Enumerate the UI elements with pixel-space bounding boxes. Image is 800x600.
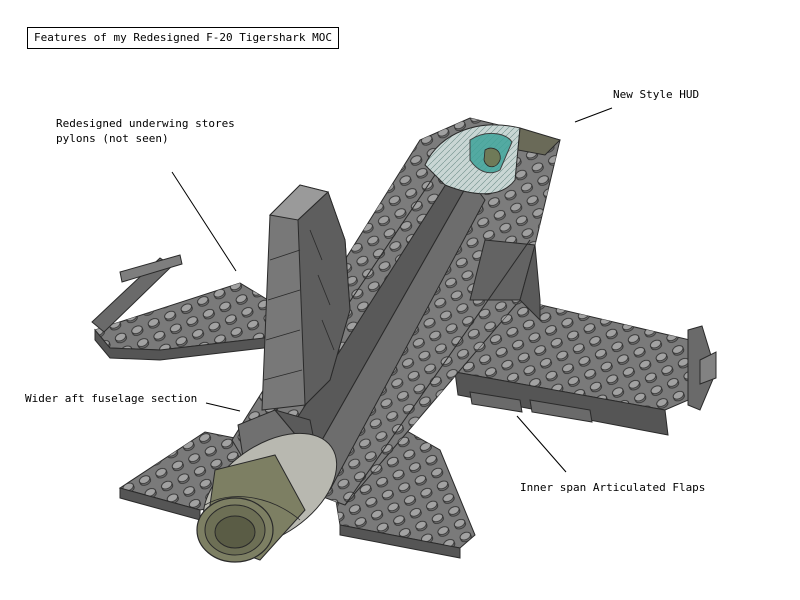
leader-flaps [516, 415, 567, 473]
callout-pylons: Redesigned underwing stores pylons (not … [56, 117, 235, 145]
fuselage [231, 117, 561, 506]
left-wing [91, 254, 291, 361]
canopy [424, 124, 561, 195]
engine-nozzle [196, 432, 338, 563]
diagram-title: Features of my Redesigned F-20 Tigershar… [27, 27, 340, 49]
callout-hud: New Style HUD [613, 88, 700, 101]
callout-aft-fuselage: Wider aft fuselage section [25, 392, 198, 405]
callout-flaps: Inner span Articulated Flaps [520, 481, 706, 494]
leader-pylons [171, 171, 237, 272]
leader-aft [205, 402, 241, 412]
vertical-tail [261, 184, 351, 411]
right-wing [434, 299, 717, 436]
leader-hud [574, 107, 613, 123]
